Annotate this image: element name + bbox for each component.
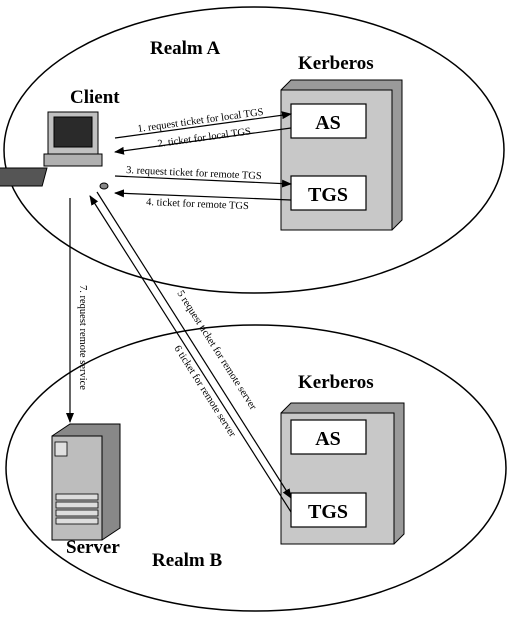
tgs-box-a (290, 175, 367, 211)
realm-a-kerberos-label: Kerberos (298, 53, 374, 74)
msg-4-label: 4. ticket for remote TGS (146, 197, 249, 212)
arrow-1 (114, 111, 292, 139)
as-label-a: AS (315, 112, 341, 134)
as-box-a (290, 103, 367, 139)
realm-b-label: Realm B (152, 550, 223, 571)
arrow-4 (114, 189, 292, 201)
msg-7-label: 7. request remote service (77, 285, 88, 390)
client-computer-icon (0, 111, 109, 190)
tgs-label-a: TGS (308, 184, 348, 206)
tgs-label-b: TGS (308, 501, 348, 523)
arrow-6 (89, 195, 292, 513)
server-label: Server (66, 537, 120, 558)
arrow-3 (114, 175, 292, 188)
realm-a-label: Realm A (150, 38, 220, 59)
kerberos-box-b: AS TGS (280, 402, 405, 545)
as-box-b (290, 419, 367, 455)
as-label-b: AS (315, 428, 341, 450)
arrow-2 (114, 127, 292, 155)
realm-b-kerberos-label: Kerberos (298, 372, 374, 393)
server-tower-icon (51, 423, 121, 541)
realm-a: Realm A Kerberos Client AS TGS (0, 6, 505, 294)
kerberos-box-a: AS TGS (280, 79, 403, 231)
arrow-5 (96, 191, 292, 499)
client-label: Client (70, 87, 120, 108)
realm-b: Realm B Kerberos Server AS TGS (5, 324, 507, 612)
tgs-box-b (290, 492, 367, 528)
